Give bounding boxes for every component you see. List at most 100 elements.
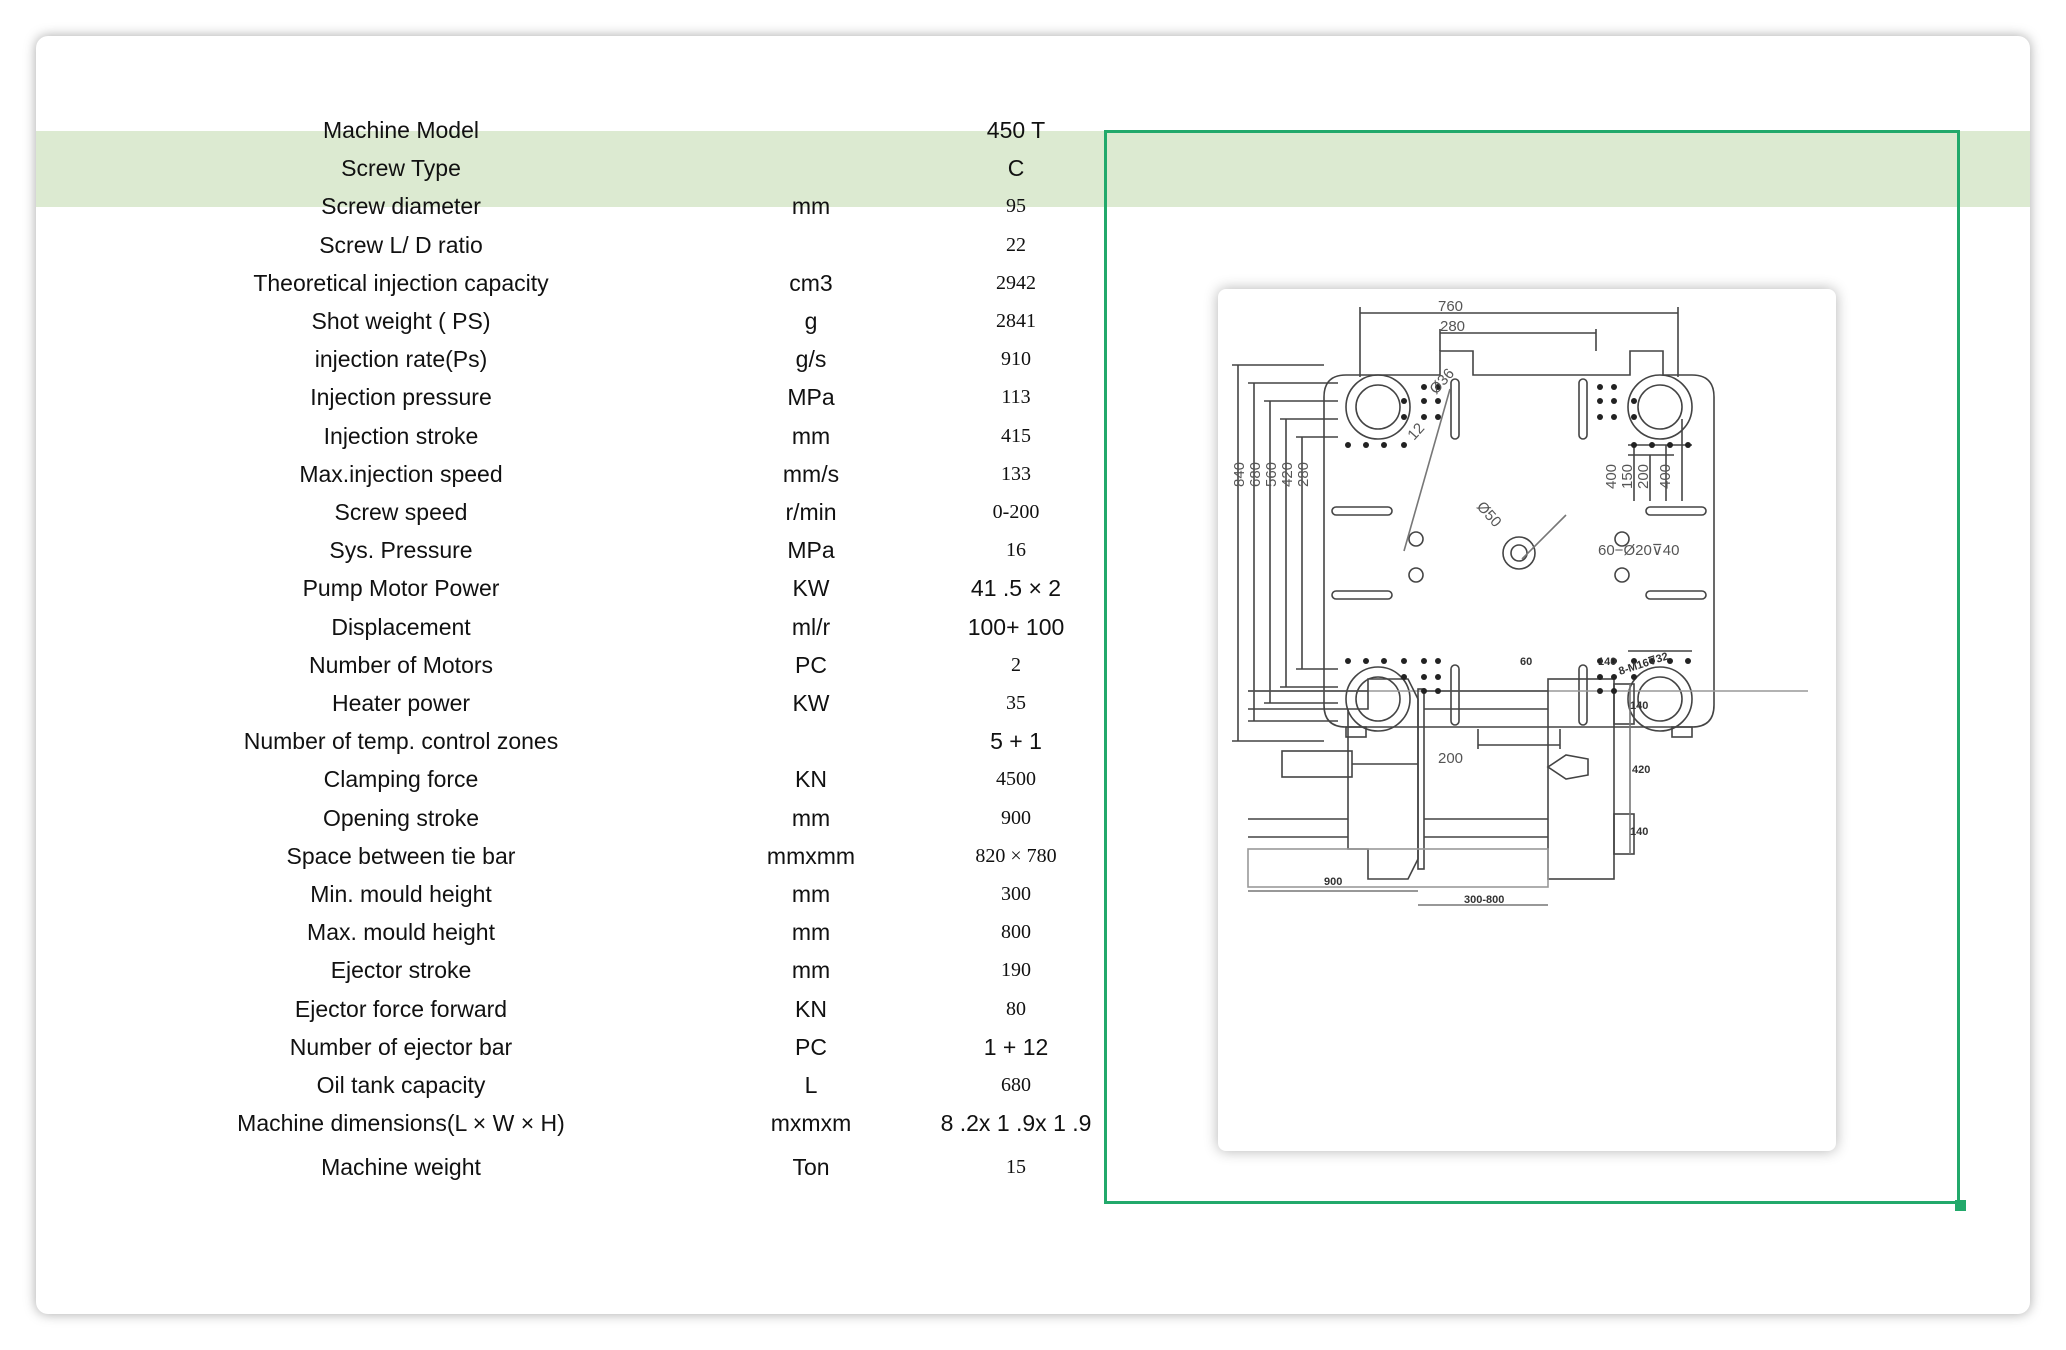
side-dim-140a: 140 (1630, 700, 1648, 712)
platen-foot (1671, 726, 1693, 738)
side-dim-140b: 140 (1630, 826, 1648, 838)
dim-12: 12 (1404, 420, 1428, 444)
cell-name: Opening stroke (323, 804, 479, 831)
table-row: Clamping force KN 4500 (36, 760, 1106, 798)
cell-value: 22 (1006, 233, 1026, 256)
header-band (36, 131, 2030, 207)
cell-name: Number of Motors (308, 651, 494, 678)
cell-name: Max.injection speed (299, 460, 503, 487)
cell-unit: r/min (785, 499, 837, 525)
cell-value: 80 (1006, 997, 1026, 1020)
cell-value: 8 .2x 1 .9x 1 .9 (940, 1110, 1092, 1137)
dim-hole-note: 60−Ø20⊽40 (1598, 542, 1679, 559)
cell-value: 800 (1001, 921, 1031, 944)
cell-value: 100+ 100 (967, 613, 1065, 640)
cell-name: Ejector stroke (330, 957, 472, 984)
fixed-platen (1547, 678, 1615, 880)
cell-name: Screw diameter (321, 193, 481, 220)
cell-unit: PC (795, 651, 827, 678)
cell-name: Injection stroke (323, 422, 479, 449)
side-dim-60: 60 (1520, 656, 1532, 668)
cell-unit: KN (795, 766, 827, 793)
cell-name: Machine Model (323, 117, 479, 143)
cell-unit: KN (795, 995, 827, 1022)
cell-value: 900 (1001, 806, 1031, 829)
table-row: Machine dimensions(L × W × H) mxmxm 8 .2x … (36, 1104, 1106, 1142)
cell-name: Max. mould height (307, 919, 495, 946)
cell-name: Clamping force (323, 766, 479, 793)
cell-name: injection rate(Ps) (314, 346, 488, 373)
cell-name: Injection pressure (310, 384, 492, 411)
cell-name: Machine dimensions(L × W × H) (237, 1110, 565, 1137)
cell-unit: L (804, 1072, 818, 1098)
tie-bar-hole (1345, 374, 1411, 440)
table-row: Pump Motor Power KW 41 .5 × 2 (36, 569, 1106, 607)
cell-value: 1 + 12 (983, 1033, 1049, 1060)
cell-unit: KW (792, 575, 830, 602)
resize-handle[interactable] (1955, 1200, 1966, 1211)
cell-value: 680 (1001, 1074, 1031, 1096)
cell-unit: KW (792, 690, 830, 716)
platen-foot (1345, 726, 1367, 738)
cell-unit: cm3 (789, 269, 833, 296)
cell-value: 4500 (996, 768, 1036, 791)
cell-unit: MPa (787, 384, 835, 411)
cell-unit: ml/r (791, 613, 831, 640)
center-hole (1502, 536, 1536, 570)
cell-value: 95 (1006, 195, 1026, 218)
cell-value: 35 (1006, 692, 1026, 714)
ejector-cylinder (1281, 750, 1353, 778)
cell-unit: mmxmm (766, 842, 856, 869)
cell-unit: mm/s (782, 460, 840, 487)
side-bolt-note: 8-M16⊽32 (1617, 651, 1670, 678)
drawing-svg: 760 280 200 840 680 560 420 280 400 150 … (1231, 298, 1808, 906)
cell-unit: mxmxm (770, 1110, 852, 1137)
technical-drawing: 760 280 200 840 680 560 420 280 400 150 … (1218, 289, 1836, 1151)
cell-name: Screw Type (341, 155, 461, 182)
image-selection-frame[interactable] (1104, 130, 1960, 1204)
table-row: Displacement ml/r 100+ 100 (36, 608, 1106, 646)
table-row: Ejector stroke mm 190 (36, 951, 1106, 989)
side-dim-900: 900 (1324, 876, 1342, 888)
dim-760: 760 (1438, 298, 1463, 315)
dim-560: 560 (1263, 462, 1280, 487)
cell-name: Oil tank capacity (316, 1072, 486, 1098)
cell-name: Displacement (331, 613, 471, 640)
cell-value: C (1007, 155, 1025, 182)
cell-unit: mm (791, 804, 831, 831)
table-row: Oil tank capacity L 680 (36, 1066, 1106, 1104)
cell-unit: mm (791, 422, 831, 449)
tie-bar-hole (1627, 666, 1693, 732)
table-row: Max. mould height mm 800 (36, 913, 1106, 951)
cell-name: Screw speed (334, 499, 468, 525)
cell-name: Screw L/ D ratio (319, 231, 483, 258)
cell-value: 190 (1001, 959, 1031, 982)
cell-value: 16 (1006, 539, 1026, 562)
table-row: Screw L/ D ratio 22 (36, 226, 1106, 264)
side-dim-420: 420 (1632, 764, 1650, 776)
cell-value: 133 (1001, 462, 1031, 485)
cell-name: Shot weight ( PS) (311, 308, 491, 334)
cell-name: Pump Motor Power (302, 575, 500, 602)
cell-unit: PC (795, 1033, 827, 1060)
dim-400a: 400 (1603, 464, 1620, 489)
cell-unit: mm (791, 957, 831, 984)
side-dim-300-800: 300-800 (1464, 894, 1504, 906)
cell-value: 2841 (996, 310, 1036, 332)
cell-name: Machine weight (321, 1154, 481, 1181)
cell-name: Min. mould height (310, 881, 492, 907)
dim-dia50: Ø50 (1473, 498, 1505, 530)
table-row: Opening stroke mm 900 (36, 799, 1106, 837)
cell-unit: mm (791, 919, 831, 946)
cell-value: 41 .5 × 2 (970, 575, 1062, 602)
dim-dia36: Ø36 (1426, 365, 1458, 397)
cell-unit: MPa (787, 537, 835, 564)
